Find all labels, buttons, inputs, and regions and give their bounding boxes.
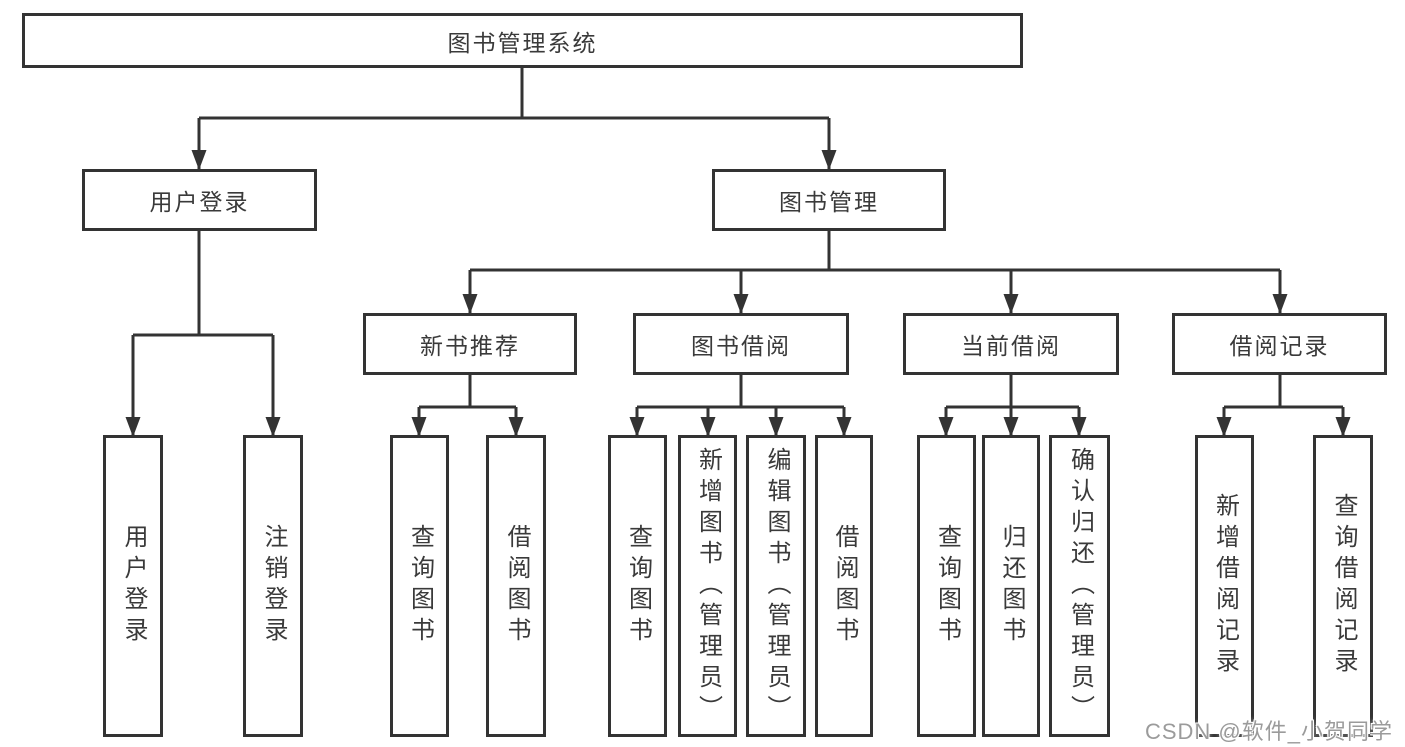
- leaf-query-borrow-record-label: 查询借阅记录: [1330, 493, 1357, 679]
- connector-user-login-trunk: [133, 231, 273, 337]
- leaf-borrow-books-label: 借阅图书: [831, 524, 858, 648]
- node-new-book-recommend: 新书推荐: [363, 313, 577, 375]
- node-root-label: 图书管理系统: [447, 29, 598, 56]
- leaf-query-books-recommend-label: 查询图书: [406, 524, 434, 648]
- connector-root-trunk: [199, 67, 829, 120]
- leaf-borrow-books: 借阅图书: [815, 435, 873, 737]
- connector-new-book-trunk: [419, 375, 516, 409]
- node-new-book-recommend-label: 新书推荐: [420, 333, 520, 359]
- leaf-borrow-books-recommend: 借阅图书: [486, 435, 546, 737]
- connector-book-mgmt-trunk: [470, 231, 1280, 272]
- connector-current-borrow-trunk: [946, 375, 1079, 409]
- node-book-management: 图书管理: [712, 169, 946, 231]
- node-current-borrow-label: 当前借阅: [961, 333, 1061, 359]
- leaf-add-book-admin: 新增图书（管理员）: [678, 435, 737, 737]
- leaf-query-books-borrow-label: 查询图书: [624, 524, 652, 648]
- csdn-watermark: CSDN @软件_小贺同学: [1144, 719, 1393, 744]
- leaf-return-book: 归还图书: [982, 435, 1040, 737]
- leaf-borrow-books-recommend-label: 借阅图书: [503, 524, 530, 648]
- leaf-user-login: 用户登录: [103, 435, 163, 737]
- node-root: 图书管理系统: [22, 13, 1023, 68]
- leaf-add-borrow-record: 新增借阅记录: [1195, 435, 1254, 737]
- leaf-query-books-current: 查询图书: [917, 435, 976, 737]
- node-book-borrow-label: 图书借阅: [691, 333, 791, 359]
- node-current-borrow: 当前借阅: [903, 313, 1119, 375]
- leaf-query-books-recommend: 查询图书: [390, 435, 449, 737]
- leaf-user-login-label: 用户登录: [120, 524, 147, 648]
- leaf-confirm-return-admin: 确认归还（管理员）: [1049, 435, 1110, 737]
- connector-borrow-record-trunk: [1224, 375, 1343, 409]
- leaf-add-book-admin-label: 新增图书（管理员）: [694, 446, 722, 726]
- leaf-add-borrow-record-label: 新增借阅记录: [1211, 493, 1239, 679]
- leaf-query-books-borrow: 查询图书: [608, 435, 667, 737]
- connector-book-borrow-trunk: [637, 375, 844, 409]
- leaf-edit-book-admin-label: 编辑图书（管理员）: [763, 446, 790, 726]
- node-book-management-label: 图书管理: [779, 189, 879, 215]
- node-borrow-records-label: 借阅记录: [1229, 333, 1330, 359]
- node-borrow-records: 借阅记录: [1172, 313, 1387, 375]
- leaf-query-books-current-label: 查询图书: [933, 524, 961, 648]
- leaf-logout: 注销登录: [243, 435, 303, 737]
- node-user-login-label: 用户登录: [149, 189, 250, 215]
- leaf-logout-label: 注销登录: [260, 524, 287, 648]
- leaf-edit-book-admin: 编辑图书（管理员）: [746, 435, 806, 737]
- node-user-login: 用户登录: [82, 169, 317, 231]
- leaf-confirm-return-admin-label: 确认归还（管理员）: [1066, 446, 1094, 726]
- leaf-return-book-label: 归还图书: [998, 524, 1025, 648]
- node-book-borrow: 图书借阅: [633, 313, 849, 375]
- leaf-query-borrow-record: 查询借阅记录: [1313, 435, 1373, 737]
